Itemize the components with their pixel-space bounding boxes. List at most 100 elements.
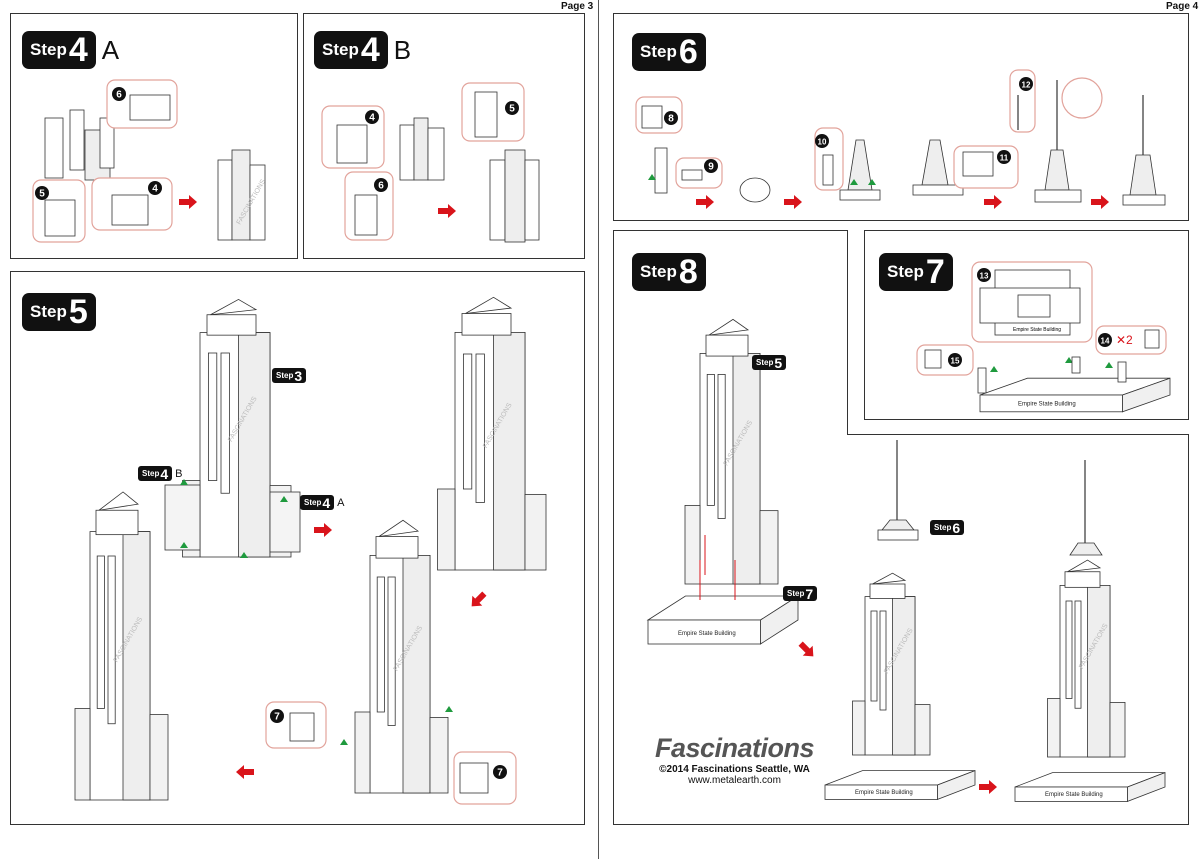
part-outline bbox=[962, 151, 994, 177]
setback-left bbox=[1047, 698, 1061, 758]
tower-crown bbox=[95, 509, 139, 536]
green-tab-marker-icon bbox=[850, 179, 858, 185]
base-side bbox=[760, 595, 799, 645]
part-outline bbox=[249, 164, 266, 241]
part-number: 7 bbox=[497, 768, 503, 779]
multiplier: ✕2 bbox=[1116, 333, 1133, 347]
part-outline bbox=[44, 199, 76, 237]
part-outline bbox=[489, 159, 506, 241]
setback-right bbox=[149, 714, 169, 801]
part-outline bbox=[69, 109, 85, 171]
tower-tab bbox=[98, 491, 139, 511]
red-arrow-icon bbox=[979, 780, 997, 794]
tower-slot bbox=[1065, 600, 1073, 699]
tower-crown bbox=[1064, 571, 1101, 588]
part-outline bbox=[654, 147, 668, 194]
part-number-badge bbox=[997, 150, 1011, 164]
part-number: 8 bbox=[668, 114, 674, 125]
setback-right bbox=[914, 704, 931, 756]
part-number: 4 bbox=[369, 113, 375, 124]
tower-crown bbox=[375, 536, 419, 559]
red-arrow-icon bbox=[471, 591, 487, 607]
brand-name: Fascinations bbox=[655, 733, 815, 763]
part-number: 9 bbox=[708, 162, 714, 173]
part-number-badge bbox=[148, 181, 162, 195]
part-outline bbox=[1034, 189, 1082, 203]
part-number-badge bbox=[815, 134, 829, 148]
part-number-badge bbox=[1019, 77, 1033, 91]
tower-tab bbox=[210, 298, 258, 316]
base-front bbox=[647, 619, 761, 645]
tower-slot bbox=[387, 576, 396, 726]
part-outline bbox=[739, 177, 771, 203]
page-divider bbox=[598, 0, 599, 859]
page-label: Page 3 bbox=[561, 1, 594, 12]
part-number-badge bbox=[374, 178, 388, 192]
tower-side bbox=[122, 531, 151, 801]
part-outline bbox=[504, 149, 526, 243]
tower-slot bbox=[1074, 600, 1082, 709]
tower-tab bbox=[1067, 559, 1102, 573]
part-number-badge bbox=[664, 111, 678, 125]
spire-base bbox=[1129, 154, 1157, 196]
setback-right bbox=[429, 717, 449, 794]
part-number-badge bbox=[270, 709, 284, 723]
tower-slot bbox=[879, 610, 887, 711]
part-number-badge bbox=[977, 268, 991, 282]
green-tab-marker-icon bbox=[240, 552, 248, 558]
step-4b-assembly bbox=[164, 484, 201, 551]
part-outline bbox=[336, 124, 368, 164]
green-tab-marker-icon bbox=[868, 179, 876, 185]
green-tab-marker-icon bbox=[1065, 357, 1073, 363]
spire-base bbox=[881, 519, 915, 531]
part-number: 12 bbox=[1022, 81, 1031, 90]
part-outline bbox=[877, 529, 919, 541]
tower-tab bbox=[378, 519, 420, 537]
spire-base bbox=[847, 139, 873, 191]
part-outline bbox=[977, 367, 987, 394]
setback-left bbox=[852, 700, 866, 756]
red-arrow-icon bbox=[179, 195, 197, 209]
part-number: 11 bbox=[1000, 154, 1009, 163]
red-arrow-icon bbox=[1091, 195, 1109, 209]
part-number: 14 bbox=[1101, 337, 1110, 346]
green-tab-marker-icon bbox=[990, 366, 998, 372]
part-number: 10 bbox=[818, 138, 827, 147]
tower-side bbox=[1087, 585, 1111, 758]
red-arrow-icon bbox=[984, 195, 1002, 209]
tower-slot bbox=[475, 353, 485, 503]
part-number-badge bbox=[505, 101, 519, 115]
setback-left bbox=[74, 708, 91, 801]
base-side bbox=[1127, 772, 1166, 802]
part-outline bbox=[839, 189, 881, 201]
setback-left bbox=[437, 488, 456, 571]
part-number-badge bbox=[365, 110, 379, 124]
green-tab-marker-icon bbox=[648, 174, 656, 180]
part-number-badge bbox=[1098, 333, 1112, 347]
website-url: www.metalearth.com bbox=[688, 775, 781, 786]
base-label: Empire State Building bbox=[1013, 327, 1061, 333]
tower-side bbox=[402, 555, 431, 794]
part-outline bbox=[427, 127, 445, 181]
green-tab-marker-icon bbox=[445, 706, 453, 712]
tower-tab bbox=[872, 572, 907, 585]
tower-slot bbox=[870, 610, 878, 702]
part-number-badge bbox=[493, 765, 507, 779]
tower-slot bbox=[462, 353, 473, 490]
fascinations-logo: Fascinations ©2014 Fascinations Seattle,… bbox=[655, 733, 815, 786]
tower-side bbox=[493, 331, 526, 571]
tower-side bbox=[892, 596, 916, 756]
tower-slot bbox=[96, 555, 105, 709]
